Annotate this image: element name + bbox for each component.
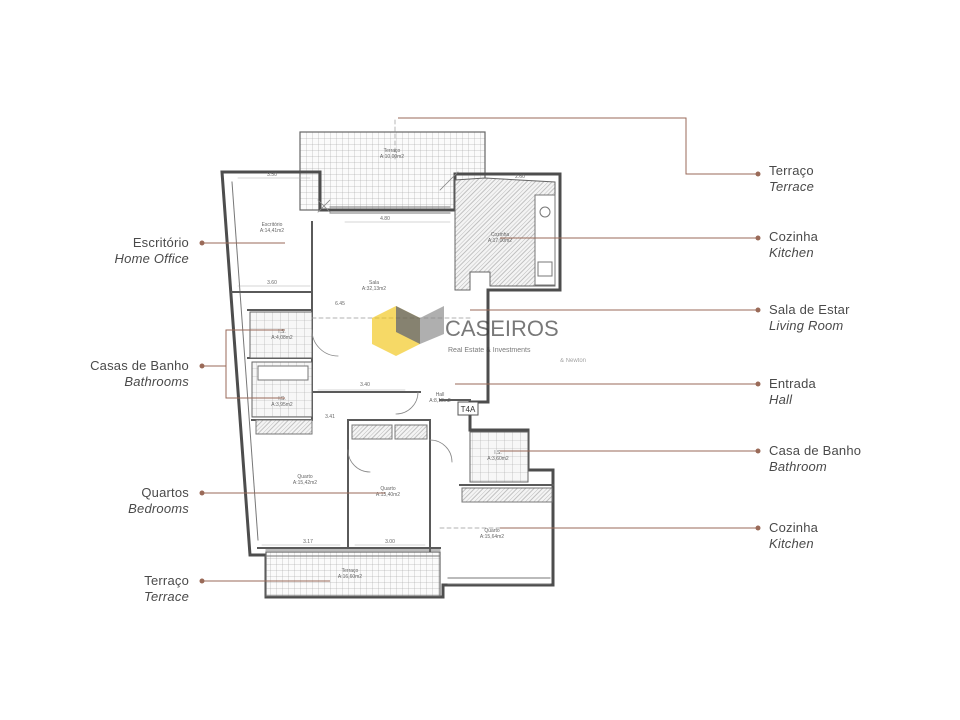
callout-en: Kitchen (769, 245, 814, 260)
room-label: Sala (369, 280, 379, 286)
svg-text:T4A: T4A (461, 405, 476, 414)
room-area: A:17,00m2 (488, 238, 512, 244)
unit-badge: T4A (457, 401, 479, 416)
room-label: Escritório (262, 222, 283, 228)
watermark-logo: CASEIROS Real Estate & Investments & New… (372, 306, 586, 364)
room-label: Quarto (484, 528, 500, 534)
room-area: A:16,60m2 (338, 574, 362, 580)
doors (311, 171, 459, 473)
wardrobe-3 (461, 487, 553, 503)
sink-icon (539, 206, 551, 218)
room-label: Terraço (384, 148, 401, 154)
room-label: I.S. (278, 396, 286, 402)
room-label: Quarto (297, 474, 313, 480)
callout-kitchen-bottom: Cozinha Kitchen (769, 520, 818, 552)
leader-terrace-top (398, 117, 758, 175)
callout-en: Bathroom (769, 459, 827, 474)
room-area: A:15,64m2 (480, 534, 504, 540)
dim-label: 3.50 (267, 172, 277, 178)
callout-living-room: Sala de Estar Living Room (769, 302, 850, 334)
dim-label: 3.00 (385, 539, 395, 545)
room-area: A:13,40m2 (376, 492, 400, 498)
room-area: A:10,00m2 (380, 154, 404, 160)
windows (265, 206, 551, 585)
callout-pt: Entrada (769, 376, 816, 391)
room-label: I.S. (278, 329, 286, 335)
callout-en: Terrace (769, 179, 814, 194)
callout-en: Bathrooms (124, 374, 189, 389)
logo-cube-grey (396, 306, 420, 344)
callout-bathrooms: Casas de Banho Bathrooms (90, 358, 189, 390)
room-label: I.S. (494, 450, 502, 456)
room-label: Quarto (380, 486, 396, 492)
callout-en: Hall (769, 392, 793, 407)
bottom-terrace (265, 551, 441, 597)
leader-dots (199, 171, 761, 584)
floor-plan (220, 119, 562, 599)
callout-en: Home Office (114, 251, 189, 266)
logo-partner: & Newton (560, 358, 586, 364)
bathroom-1 (249, 311, 313, 359)
callout-pt: Casas de Banho (90, 358, 189, 373)
callout-bathroom: Casa de Banho Bathroom (769, 443, 861, 475)
callout-en: Living Room (769, 318, 844, 333)
callout-en: Kitchen (769, 536, 814, 551)
room-label: Cozinha (491, 232, 510, 238)
callout-en: Bedrooms (128, 501, 189, 516)
callout-pt: Sala de Estar (769, 302, 850, 317)
dim-label: 3.17 (303, 539, 313, 545)
leader-bathrooms (202, 329, 285, 399)
dim-label: 4.80 (380, 216, 390, 222)
callout-home-office: Escritório Home Office (115, 235, 189, 267)
kitchen-top-hatch (454, 177, 556, 291)
logo-cube-light (420, 306, 444, 344)
wardrobe-1 (351, 424, 393, 440)
room-area: A:14,41m2 (260, 228, 284, 234)
callout-bedrooms: Quartos Bedrooms (128, 485, 189, 517)
callout-terrace-top: Terraço Terrace (769, 163, 814, 195)
callout-pt: Terraço (144, 573, 189, 588)
callout-pt: Cozinha (769, 229, 819, 244)
room-area: A:15,42m2 (293, 480, 317, 486)
logo-tagline: Real Estate & Investments (448, 347, 531, 354)
room-area: A:32,13m2 (362, 286, 386, 292)
dimension-lines (237, 177, 451, 546)
wardrobe-2 (394, 424, 428, 440)
callout-hall: Entrada Hall (769, 376, 816, 408)
left-wall-inner (231, 181, 259, 541)
room-area: A:3,95m2 (271, 402, 293, 408)
room-area: A:3,60m2 (487, 456, 509, 462)
callout-pt: Cozinha (769, 520, 819, 535)
dim-label: 3.41 (325, 414, 335, 420)
dim-label: 3.60 (267, 280, 277, 286)
callout-en: Terrace (144, 589, 189, 604)
room-area: A:4,08m2 (271, 335, 293, 341)
dim-label: 6.45 (335, 301, 345, 307)
dim-label: 3.40 (360, 382, 370, 388)
logo-brand: CASEIROS (445, 316, 559, 341)
room-label: Terraço (342, 568, 359, 574)
wardrobe-strip (255, 419, 313, 435)
callout-terrace-bottom: Terraço Terrace (144, 573, 189, 605)
plan-texts: Terraço A:10,00m2 Escritório A:14,41m2 S… (260, 148, 525, 580)
callout-pt: Escritório (132, 235, 189, 250)
bathroom-3 (469, 431, 529, 483)
bathtub (257, 365, 309, 381)
dim-label: 2.60 (515, 174, 525, 180)
callout-pt: Quartos (141, 485, 189, 500)
leader-lines (202, 117, 758, 582)
hob-icon (537, 261, 553, 277)
room-area: A:8,18m2 (429, 398, 451, 404)
room-label: Hall (436, 392, 445, 398)
callout-kitchen-top: Cozinha Kitchen (769, 229, 818, 261)
callout-pt: Casa de Banho (769, 443, 862, 458)
callout-pt: Terraço (769, 163, 814, 178)
